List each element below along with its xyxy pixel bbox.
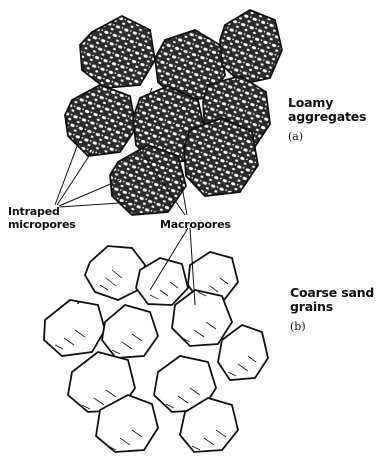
loamy-aggregates-group [65, 10, 282, 215]
aggregate [80, 16, 155, 88]
sand-grain [102, 305, 158, 358]
sand-grain [172, 290, 232, 346]
pore-dot [77, 302, 79, 304]
intraped-micropores-label: Intraped micropores [8, 205, 76, 231]
panel-b-label: (b) [290, 320, 306, 333]
sand-grain [85, 246, 145, 300]
coarse-sand-grains-label: Coarse sand grains [290, 286, 374, 314]
panel-a-label: (a) [288, 130, 303, 143]
aggregate [110, 145, 186, 215]
sand-grains-group [44, 246, 268, 452]
macropores-label: Macropores [160, 218, 231, 231]
aggregate [65, 85, 136, 156]
aggregate [220, 10, 282, 84]
loamy-aggregates-label: Loamy aggregates [288, 96, 366, 124]
sand-grain [44, 300, 105, 356]
aggregate [184, 118, 258, 196]
